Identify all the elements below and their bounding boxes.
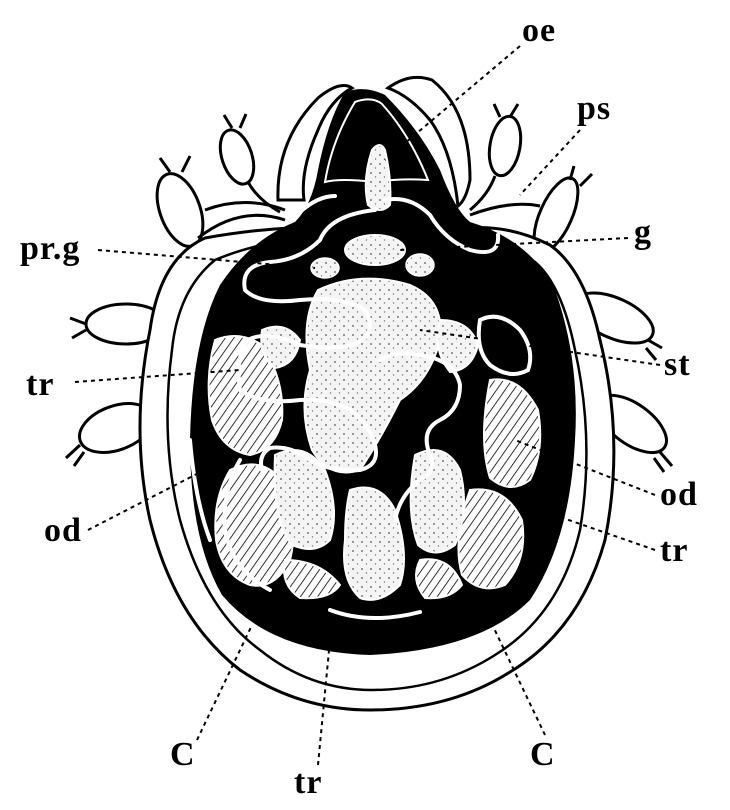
tracheae — [188, 194, 533, 620]
oesophagus — [364, 144, 392, 211]
leader-ps — [519, 129, 581, 196]
leader-lines — [74, 45, 661, 766]
label-tr-left: tr — [26, 366, 55, 403]
label-c-right: C — [530, 736, 556, 773]
label-oe: oe — [522, 12, 557, 49]
leader-st — [419, 329, 661, 366]
label-od-left: od — [44, 512, 82, 549]
preoral-gland-left — [310, 257, 340, 279]
preoral-gland-right — [405, 253, 435, 277]
leader-tr-left — [74, 369, 241, 383]
label-od-right: od — [660, 476, 698, 513]
label-g: g — [634, 214, 652, 251]
leg-front-left-inner — [218, 113, 281, 214]
inner-integument-line — [166, 236, 588, 692]
leader-tr-bottom — [317, 639, 331, 766]
label-tr-bottom: tr — [294, 764, 323, 801]
label-ps: ps — [577, 90, 612, 127]
label-tr-right: tr — [660, 532, 689, 569]
leg-front-right-inner — [469, 103, 523, 212]
label-st: st — [664, 346, 691, 383]
leader-g — [399, 237, 629, 251]
ovaries — [207, 335, 542, 600]
legs — [64, 103, 674, 473]
label-c-left: C — [170, 736, 196, 773]
leader-od-right — [514, 439, 656, 496]
stomach-lobes — [260, 277, 480, 601]
leg-front-left-outer — [155, 155, 286, 248]
label-prg: pr.g — [20, 230, 81, 267]
leader-od-left — [87, 461, 221, 531]
palps — [276, 75, 472, 209]
leader-oe — [384, 45, 521, 161]
ganglion — [344, 234, 406, 266]
leader-c-right — [489, 619, 546, 736]
leader-c-left — [196, 624, 253, 741]
